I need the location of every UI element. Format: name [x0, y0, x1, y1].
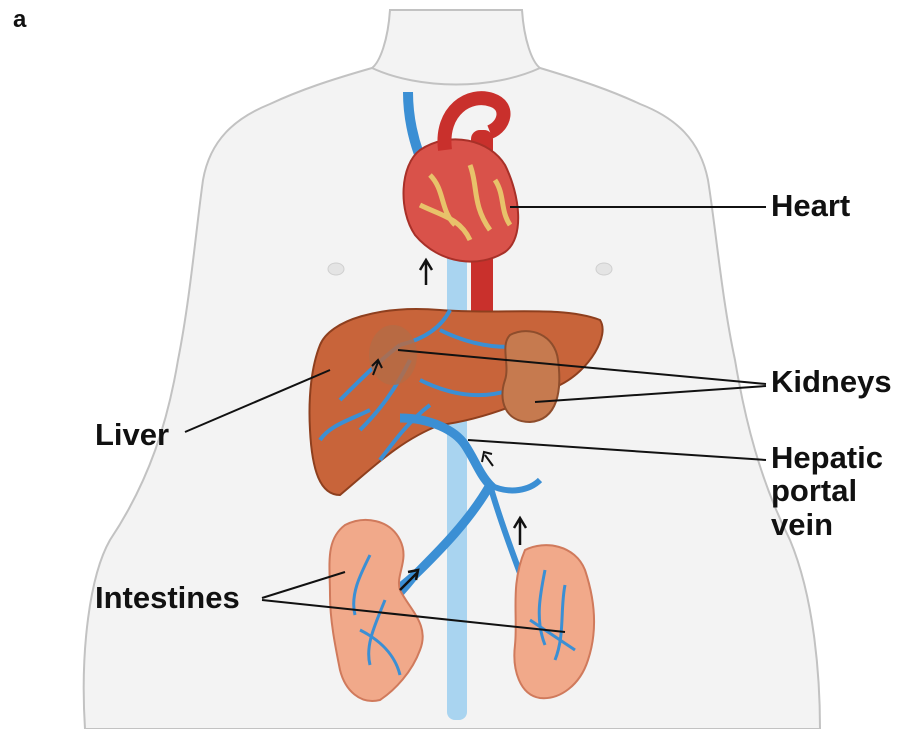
right-intestine — [514, 545, 594, 698]
label-kidneys: Kidneys — [771, 365, 892, 398]
label-hepatic-portal-vein: Hepatic portal vein — [771, 441, 883, 541]
right-nipple — [596, 263, 612, 275]
label-intestines: Intestines — [95, 581, 240, 614]
label-hepatic-line3: vein — [771, 508, 883, 541]
label-liver: Liver — [95, 418, 169, 451]
left-kidney — [369, 325, 417, 385]
neck — [372, 10, 540, 85]
panel-letter: a — [13, 6, 26, 34]
label-hepatic-line1: Hepatic — [771, 441, 883, 474]
left-nipple — [328, 263, 344, 275]
right-kidney — [502, 331, 559, 422]
label-heart: Heart — [771, 189, 850, 222]
label-hepatic-line2: portal — [771, 474, 883, 507]
